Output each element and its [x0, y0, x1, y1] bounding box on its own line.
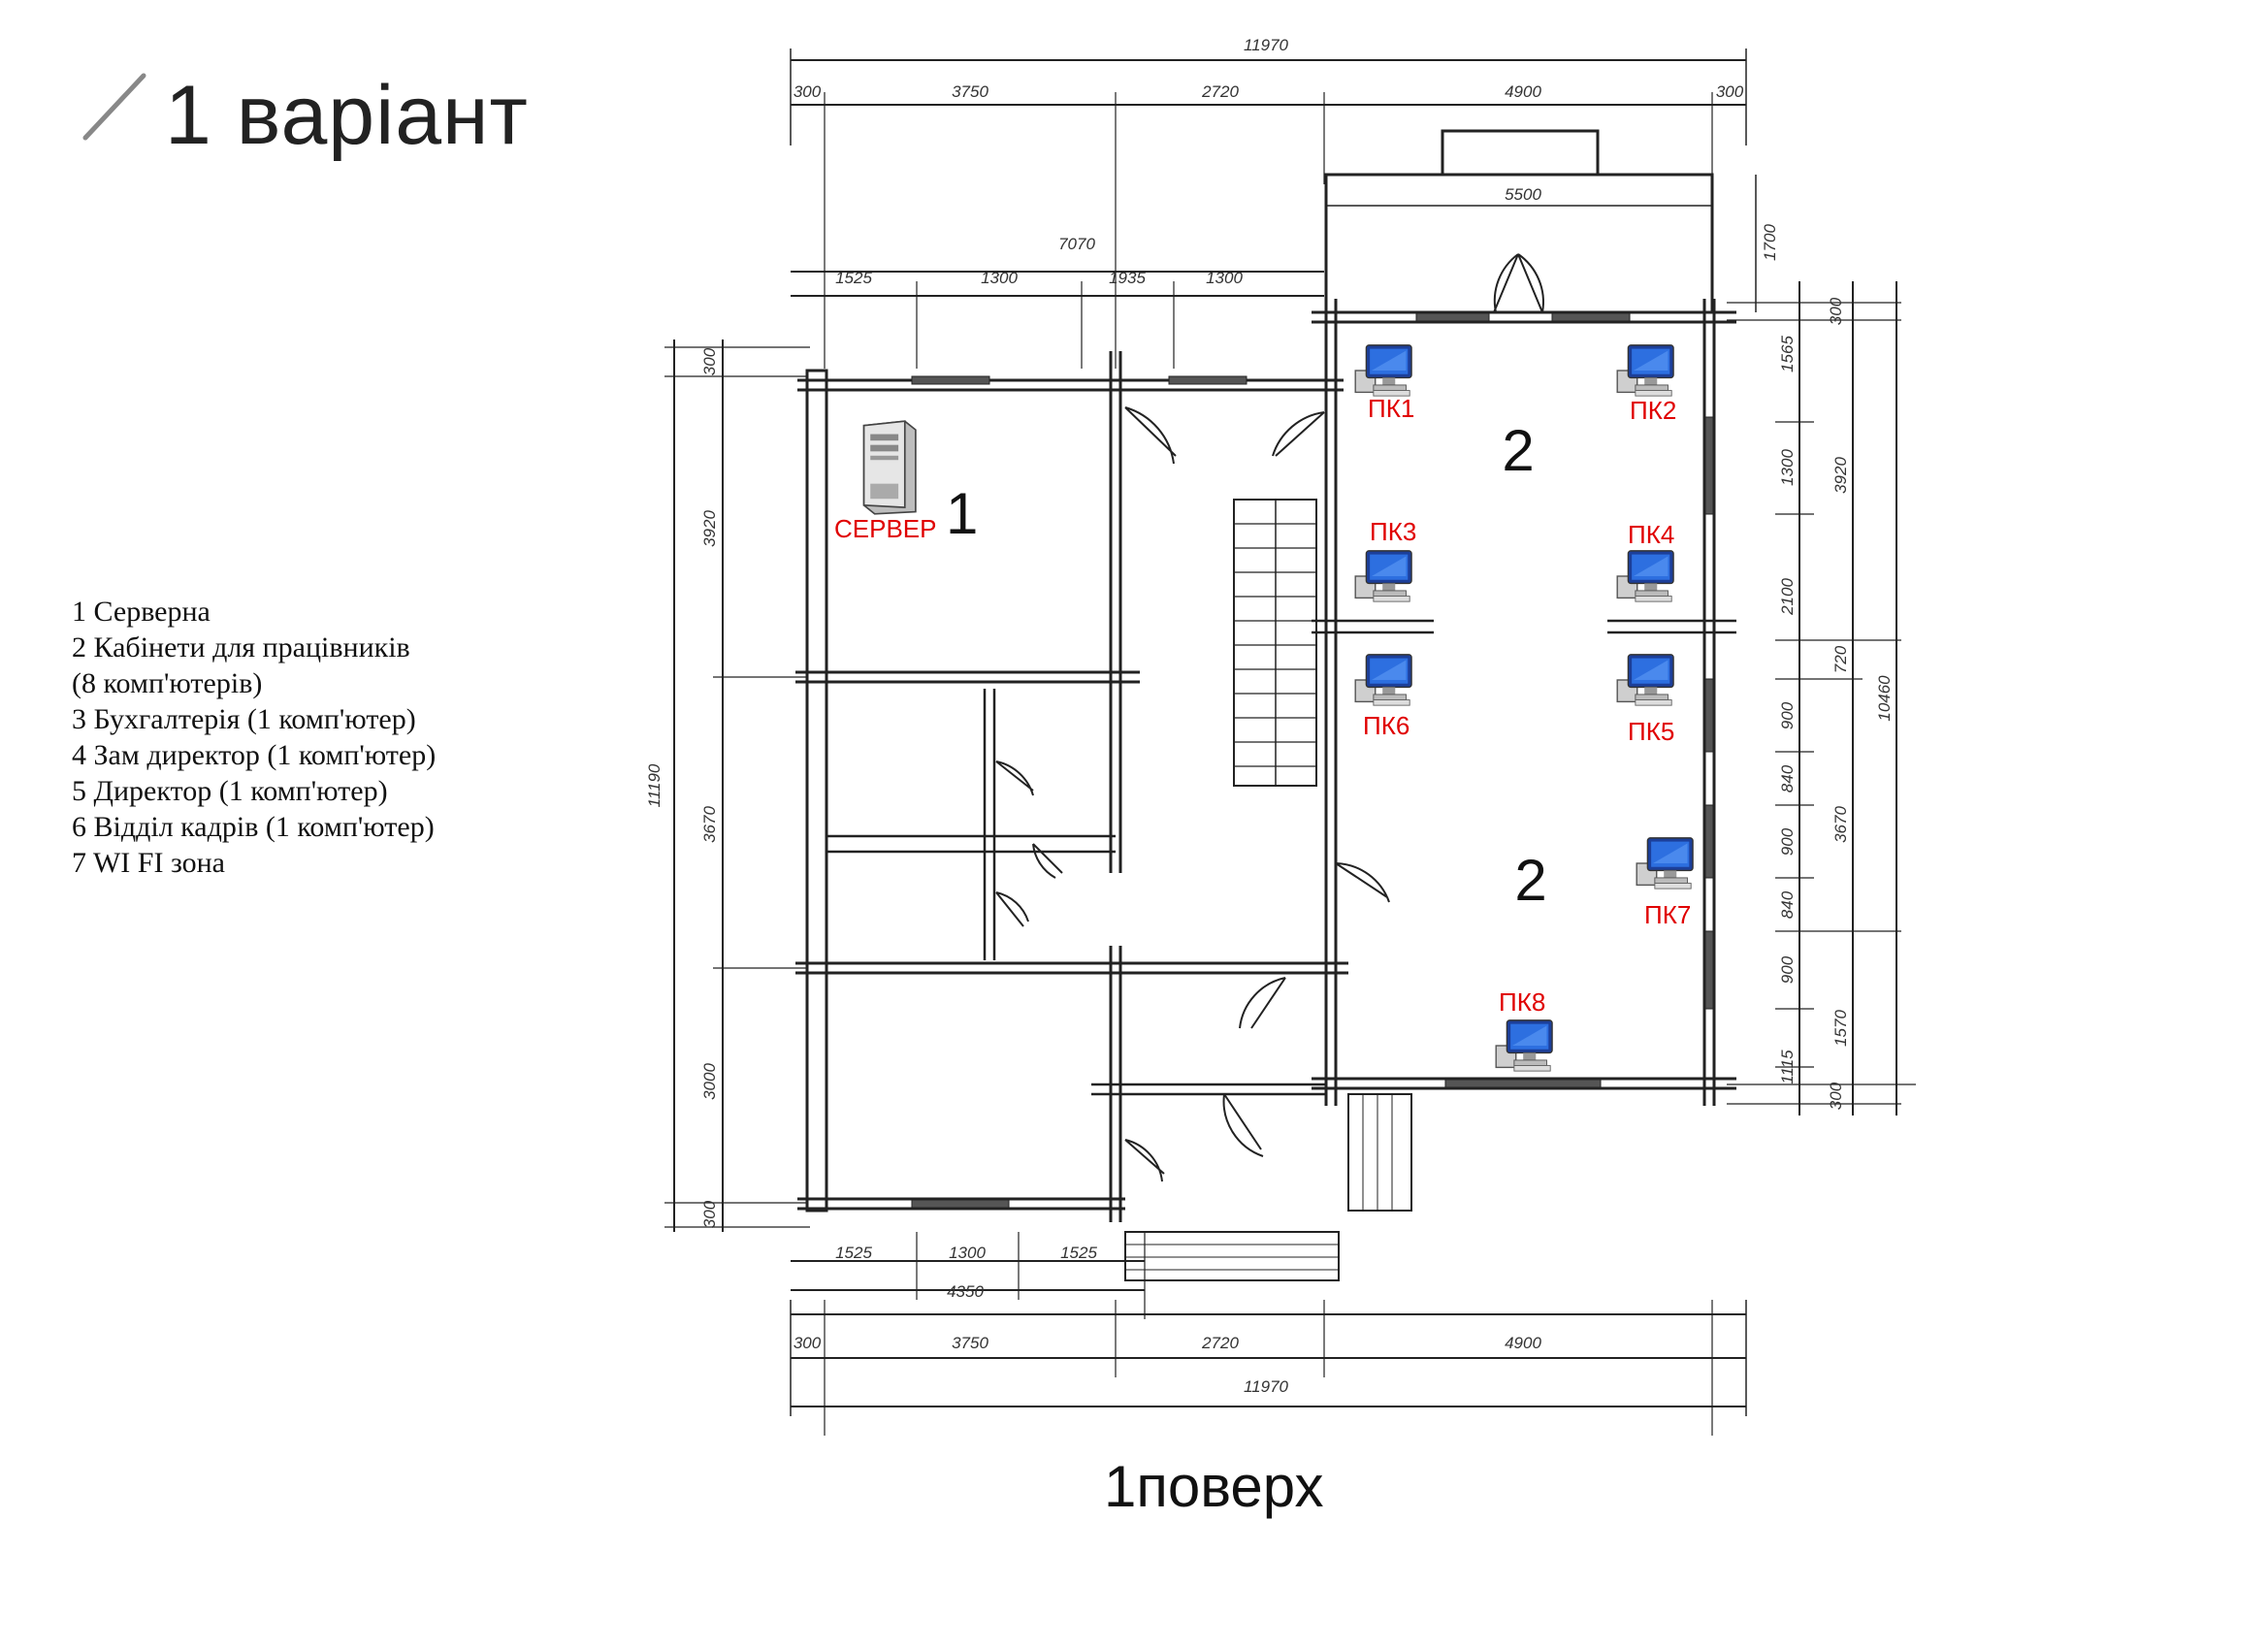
dim-left: 3670 — [700, 806, 719, 843]
dim-top-row: 2720 — [1201, 82, 1239, 101]
dim-bottom-row1-total: 4350 — [947, 1282, 984, 1301]
room-number-office-top: 2 — [1502, 418, 1534, 483]
dim-right-mid: 3920 — [1831, 457, 1850, 494]
legend-item: 5 Директор (1 комп'ютер) — [72, 775, 388, 807]
pc-label: ПК2 — [1630, 396, 1676, 425]
legend-item: 4 Зам директор (1 комп'ютер) — [72, 739, 437, 771]
server-label: СЕРВЕР — [834, 514, 937, 543]
dim-bottom-row2: 2720 — [1201, 1334, 1239, 1352]
dim-left-total: 11190 — [645, 763, 664, 807]
pc-label: ПК8 — [1499, 987, 1545, 1017]
server-icon — [862, 420, 917, 515]
dim-right: 1300 — [1778, 449, 1797, 486]
legend-item: 1 Серверна — [72, 596, 211, 628]
legend-item: 3 Бухгалтерія (1 комп'ютер) — [72, 703, 416, 735]
dim-left: 300 — [700, 1200, 719, 1228]
dim-right: 900 — [1778, 701, 1797, 729]
room-number-office-bottom: 2 — [1514, 848, 1546, 913]
legend: 1 Серверна 2 Кабінети для працівників (8… — [72, 594, 436, 881]
dim-right-mid: 3670 — [1831, 806, 1850, 843]
pc-icon — [1616, 550, 1674, 602]
legend-item: 6 Відділ кадрів (1 комп'ютер) — [72, 811, 435, 843]
dim-row2: 1525 — [835, 269, 872, 287]
floor-label: 1поверх — [1104, 1454, 1324, 1519]
dim-top-row: 300 — [1716, 82, 1744, 101]
dim-row2-total: 7070 — [1058, 235, 1095, 253]
dim-left: 3920 — [700, 510, 719, 547]
pc-label: ПК3 — [1370, 517, 1416, 546]
legend-item: 2 Кабінети для працівників — [72, 631, 410, 663]
pc-icon — [1354, 344, 1412, 397]
legend-item: (8 комп'ютерів) — [72, 667, 263, 699]
dim-right: 300 — [1827, 297, 1845, 325]
dim-right: 2100 — [1778, 578, 1797, 616]
dim-top-row: 4900 — [1505, 82, 1541, 101]
dim-right: 720 — [1831, 645, 1850, 673]
dim-left: 300 — [700, 347, 719, 375]
dim-left: 3000 — [700, 1063, 719, 1100]
dim-top-row: 300 — [794, 82, 822, 101]
dim-bottom-row1: 1525 — [835, 1244, 872, 1262]
dim-porch-depth: 1700 — [1761, 224, 1779, 261]
dim-row2: 1300 — [981, 269, 1018, 287]
dim-right: 840 — [1778, 890, 1797, 919]
dim-bottom-row1: 1300 — [949, 1244, 986, 1262]
dim-right: 840 — [1778, 764, 1797, 792]
dim-porch-width: 5500 — [1505, 185, 1541, 204]
pc-icon — [1616, 344, 1674, 397]
pc-icon — [1354, 550, 1412, 602]
dim-bottom-total: 11970 — [1244, 1377, 1289, 1396]
dimension-labels: 11970 300 3750 2720 4900 300 5500 1700 7… — [645, 36, 1894, 1396]
dim-right: 1570 — [1831, 1010, 1850, 1047]
pc-icon — [1636, 837, 1694, 889]
dim-right: 1115 — [1778, 1050, 1797, 1084]
dim-right-total: 10460 — [1875, 675, 1894, 722]
pc-icon — [1495, 1019, 1553, 1072]
dim-bottom-row1: 1525 — [1060, 1244, 1097, 1262]
dim-top-total: 11970 — [1244, 36, 1289, 54]
dim-bottom-row2: 3750 — [952, 1334, 988, 1352]
dim-right: 1565 — [1778, 336, 1797, 372]
dim-right: 300 — [1827, 1082, 1845, 1110]
pc-label: ПК7 — [1644, 900, 1691, 929]
pc-label: ПК4 — [1628, 520, 1674, 549]
pc-label: ПК1 — [1368, 394, 1414, 423]
legend-item: 7 WI FI зона — [72, 847, 225, 879]
room-number-server: 1 — [946, 481, 978, 546]
page-title: 1 варіант — [165, 69, 529, 162]
pc-icon — [1354, 654, 1412, 706]
dim-bottom-row2: 300 — [794, 1334, 822, 1352]
dim-right: 900 — [1778, 827, 1797, 856]
dim-row2: 1935 — [1109, 269, 1146, 287]
dim-top-row: 3750 — [952, 82, 988, 101]
pc-label: ПК6 — [1363, 711, 1409, 740]
dim-row2: 1300 — [1206, 269, 1243, 287]
dim-bottom-row2: 4900 — [1505, 1334, 1541, 1352]
plan-lines — [664, 48, 1916, 1436]
title-slash-icon — [78, 70, 155, 152]
pc-label: ПК5 — [1628, 717, 1674, 746]
dim-right: 900 — [1778, 955, 1797, 984]
pc-icon — [1616, 654, 1674, 706]
